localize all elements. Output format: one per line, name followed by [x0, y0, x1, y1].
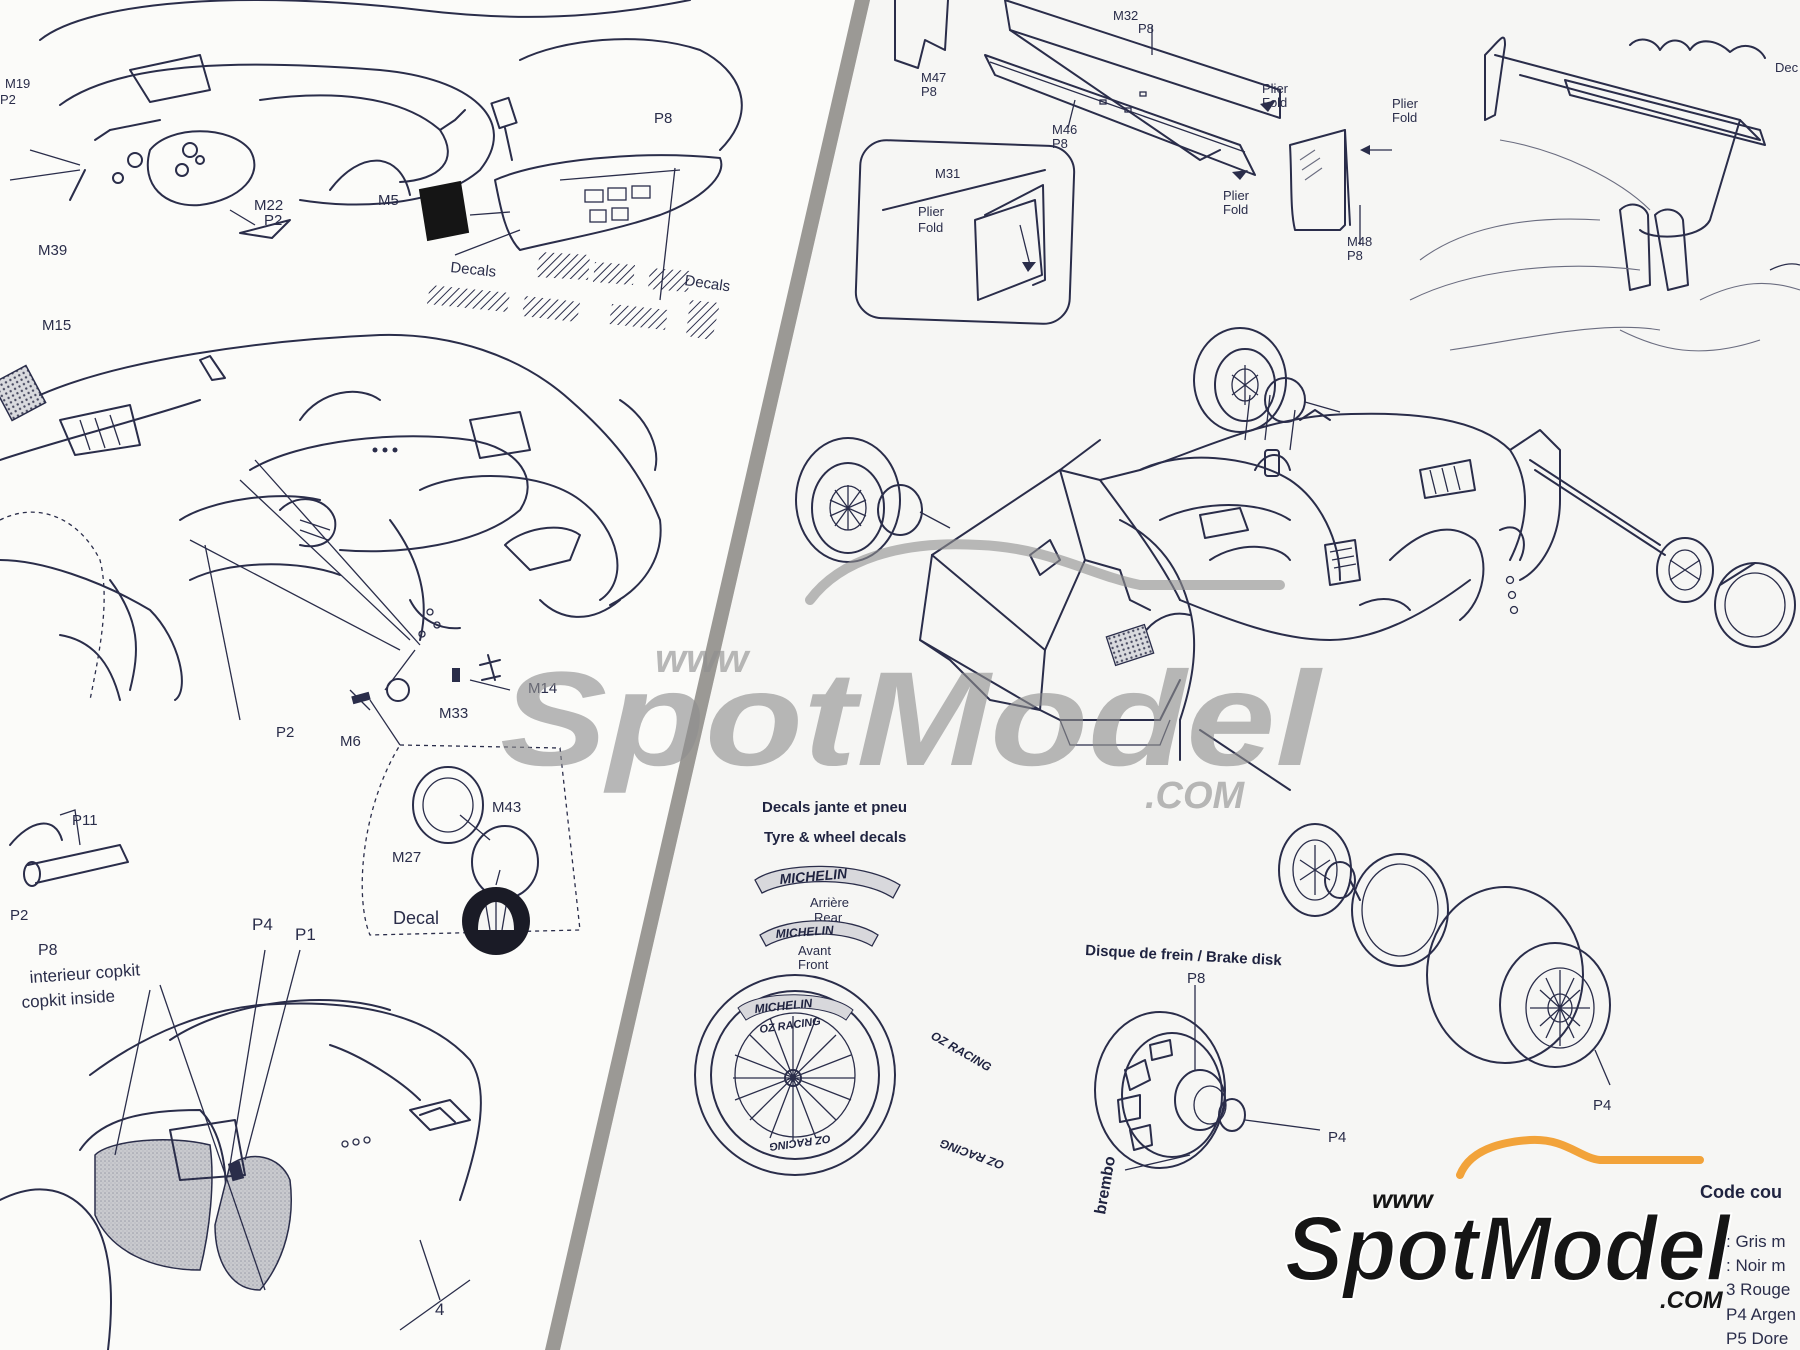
michelin-front-label: MICHELIN — [775, 923, 834, 941]
m31-inset-box: M31 Plier Fold — [854, 139, 1076, 325]
label-m33: M33 — [439, 705, 468, 722]
michelin-rear-label: MICHELIN — [779, 865, 849, 887]
top-left-assembly-drawing — [9, 0, 743, 340]
color-code-item-2: : Noir m — [1726, 1256, 1786, 1275]
label-p2-mid: P2 — [276, 724, 294, 741]
label-m48: M48 — [1347, 234, 1372, 249]
label-p2-m22: P2 — [264, 212, 282, 229]
center-watermark-com: .COM — [1145, 775, 1246, 817]
center-watermark-www: www — [655, 637, 751, 681]
tyre-michelin-label: MICHELIN — [754, 996, 813, 1016]
michelin-front-strip — [759, 920, 879, 947]
color-code-section: Code cou : Gris m : Noir m 3 Rouge P4 Ar… — [1700, 1182, 1796, 1348]
decal-inset-box: M43 M27 Decal — [361, 699, 581, 955]
color-code-item-4: P4 Argen — [1726, 1305, 1796, 1324]
color-code-item-5: P5 Dore — [1726, 1329, 1788, 1348]
label-fold-2: Fold — [1392, 110, 1417, 125]
label-m5: M5 — [378, 192, 399, 209]
logo-swoosh — [1456, 1135, 1704, 1179]
color-code-item-1: : Gris m — [1726, 1232, 1786, 1251]
label-m32: M32 — [1113, 8, 1138, 23]
label-fold-3: Fold — [1223, 202, 1248, 217]
front-en-label: Front — [798, 957, 829, 972]
label-decals-right: Decals — [683, 272, 731, 295]
label-plier-2: Plier — [1392, 96, 1419, 111]
center-watermark: www SpotModel .COM — [500, 539, 1323, 817]
label-p8-m47: P8 — [921, 84, 937, 99]
center-watermark-brand: SpotModel — [500, 645, 1323, 794]
label-p4-wheel: P4 — [1593, 1097, 1611, 1114]
label-fold-1: Fold — [1262, 95, 1287, 110]
color-code-title: Code cou — [1700, 1182, 1782, 1202]
label-p8-m48: P8 — [1347, 248, 1363, 263]
label-p8-m32: P8 — [1138, 21, 1154, 36]
p11-pipe-drawing: P11 P2 — [9, 809, 129, 924]
top-left-labels: M19 P2 M22 P2 M39 M5 P8 Decals Decals — [0, 76, 731, 295]
rear-fr-label: Arrière — [810, 895, 849, 910]
label-decal: Decal — [393, 908, 439, 928]
logo-brand: SpotModel — [1285, 1198, 1732, 1300]
logo-com: .COM — [1660, 1287, 1724, 1314]
label-m15: M15 — [42, 317, 71, 334]
label-dec-cut: Dec — [1775, 60, 1799, 75]
label-m46: M46 — [1052, 122, 1077, 137]
right-page — [560, 0, 1800, 1350]
mid-left-labels: M15 P2 M6 M33 M14 — [42, 317, 557, 750]
michelin-rear-strip — [754, 865, 901, 899]
corner-logo: www SpotModel .COM — [1284, 1135, 1733, 1314]
label-plier-3: Plier — [1223, 188, 1250, 203]
label-p4-brake: P4 — [1328, 1129, 1346, 1146]
label-p8-brake: P8 — [1187, 970, 1205, 987]
label-m39: M39 — [38, 242, 67, 259]
label-m6: M6 — [340, 733, 361, 750]
front-fr-label: Avant — [798, 943, 831, 958]
label-m43: M43 — [492, 799, 521, 816]
tyre-decals-title-en: Tyre & wheel decals — [764, 829, 906, 846]
mid-left-body-drawing — [0, 333, 662, 721]
tyre-decals-title-fr: Decals jante et pneu — [762, 799, 907, 816]
label-fold-inset: Fold — [918, 220, 943, 235]
label-m14: M14 — [528, 680, 557, 697]
label-p1: P1 — [295, 925, 316, 944]
label-m19: M19 — [5, 76, 30, 91]
logo-www: www — [1372, 1184, 1434, 1214]
label-p4-left: P4 — [252, 915, 273, 934]
label-m27: M27 — [392, 849, 421, 866]
wing-parts-drawing — [894, 0, 1392, 245]
page-number: 4 — [435, 1300, 444, 1319]
label-p2-bottom: P2 — [10, 907, 28, 924]
color-code-item-3: 3 Rouge — [1726, 1280, 1790, 1299]
label-p8-cockpit: P8 — [38, 942, 58, 959]
label-decals-left: Decals — [450, 259, 497, 281]
label-m47: M47 — [921, 70, 946, 85]
label-plier-inset: Plier — [918, 204, 945, 219]
label-m22: M22 — [254, 197, 283, 214]
label-p2-top: P2 — [0, 92, 16, 107]
label-p8-top: P8 — [654, 110, 672, 127]
top-right-assembly-drawing: Dec — [1409, 36, 1800, 352]
label-plier-1: Plier — [1262, 81, 1289, 96]
label-p11: P11 — [72, 812, 98, 829]
main-chassis-drawing — [795, 327, 1796, 1086]
decorated-tyre — [694, 974, 896, 1176]
wing-part-labels: M47 P8 M32 P8 M46 P8 Plier Fold Plier Fo… — [921, 8, 1419, 263]
label-m31: M31 — [935, 166, 960, 181]
main-chassis-labels: P4 — [1593, 1097, 1611, 1114]
